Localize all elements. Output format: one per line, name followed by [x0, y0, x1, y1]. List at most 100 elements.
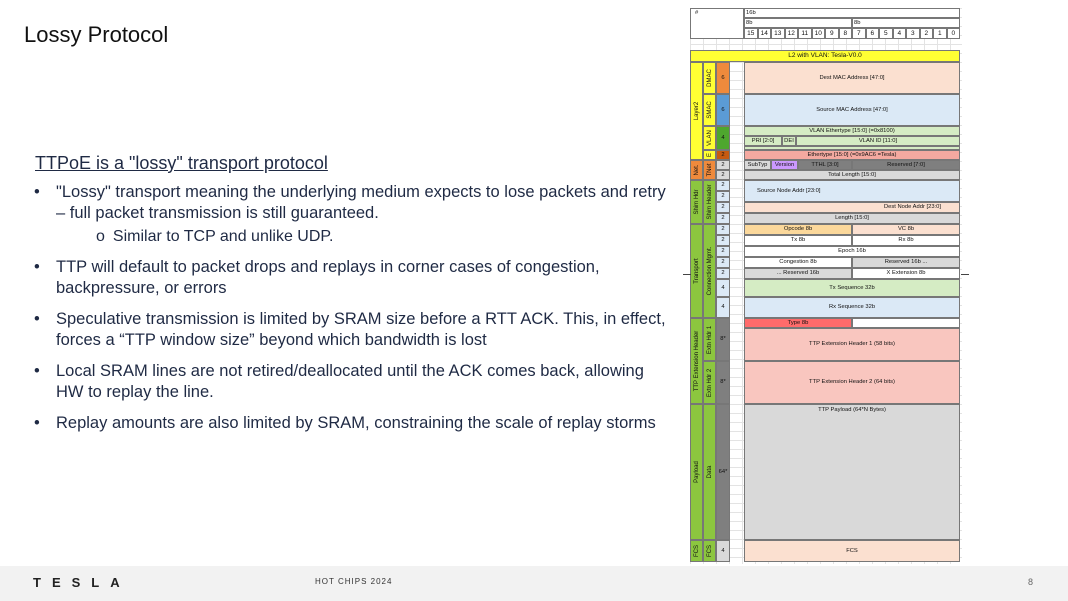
- size-shim-4: 2: [716, 213, 730, 224]
- group-e: E: [703, 150, 716, 160]
- size-conn-4: 2: [716, 257, 730, 268]
- field-tx-8b: Tx 8b: [744, 235, 852, 246]
- width-16b: 16b: [744, 8, 960, 18]
- bit-index: 9: [825, 28, 839, 39]
- field-total-length: Total Length [15:0]: [744, 170, 960, 180]
- field-subtyp: SubTyp: [744, 160, 771, 170]
- size-conn-3: 2: [716, 246, 730, 257]
- l2-banner: L2 with VLAN: Tesla-V0.0: [690, 50, 960, 62]
- size-conn-1: 2: [716, 224, 730, 235]
- size-tx-seq: 4: [716, 279, 730, 297]
- bullet-dot: •: [34, 362, 40, 380]
- field-fcs: FCS: [744, 540, 960, 562]
- field-source-mac: Source MAC Address [47:0]: [744, 94, 960, 126]
- size-net-2: 2: [716, 170, 730, 180]
- bullet-item: • Local SRAM lines are not retired/deall…: [30, 361, 670, 403]
- field-vc: VC 8b: [852, 224, 960, 235]
- bullet-text: Speculative transmission is limited by S…: [56, 310, 666, 349]
- page-number: 8: [1028, 577, 1034, 587]
- bit-index: 10: [811, 28, 825, 39]
- size-ext-2: 8*: [716, 361, 730, 404]
- hash-header: #: [690, 8, 744, 39]
- tesla-logo: TESLA: [33, 575, 131, 590]
- group-shim-hdr: Shim Hdr: [690, 180, 703, 224]
- group-transport: Transport: [690, 224, 703, 318]
- group-ext-hdr-2: Extn Hdr 2: [703, 361, 716, 404]
- bit-index: 12: [784, 28, 798, 39]
- field-dei: DEI: [782, 136, 796, 146]
- bullet-dot: •: [34, 183, 40, 201]
- size-ext-1: 8*: [716, 318, 730, 361]
- size-conn-2: 2: [716, 235, 730, 246]
- field-reserved-16b: ... Reserved 16b: [744, 268, 852, 279]
- field-epoch: Epoch 16b: [744, 246, 960, 257]
- width-8b-low: 8b: [852, 18, 960, 28]
- bit-index: 0: [946, 28, 960, 39]
- group-ext-hdr-1: Extn Hdr 1: [703, 318, 716, 361]
- size-dmac: 6: [716, 62, 730, 94]
- field-rx-sequence: Rx Sequence 32b: [744, 297, 960, 318]
- group-smac: SMAC: [703, 94, 716, 126]
- size-smac: 6: [716, 94, 730, 126]
- tick-mark-right: [961, 274, 969, 275]
- bullet-item: • "Lossy" transport meaning the underlyi…: [30, 182, 670, 247]
- footer-bar: TESLA HOT CHIPS 2024 8: [0, 566, 1068, 601]
- field-pri: PRI [2:0]: [744, 136, 782, 146]
- bit-index: 4: [892, 28, 906, 39]
- bit-index: 8: [838, 28, 852, 39]
- field-payload: TTP Payload (64*N Bytes): [744, 404, 960, 540]
- field-vlan-pad: [744, 146, 960, 150]
- field-ext-header-2: TTP Extension Header 2 (64 bits): [744, 361, 960, 404]
- bit-index: 3: [906, 28, 920, 39]
- sub-bullet: o Similar to TCP and unlike UDP.: [56, 227, 670, 247]
- bit-index: 5: [879, 28, 893, 39]
- field-type-8b: Type 8b: [744, 318, 852, 328]
- field-version: Version: [771, 160, 798, 170]
- field-reserved-16a: Reserved 16b ...: [852, 257, 960, 268]
- field-dest-mac: Dest MAC Address [47:0]: [744, 62, 960, 94]
- bullet-list: • "Lossy" transport meaning the underlyi…: [30, 182, 670, 444]
- bullet-text: TTP will default to packet drops and rep…: [56, 258, 600, 297]
- field-ext-header-1: TTP Extension Header 1 (58 bits): [744, 328, 960, 361]
- field-opcode: Opcode 8b: [744, 224, 852, 235]
- bit-index: 11: [798, 28, 812, 39]
- width-8b-high: 8b: [744, 18, 852, 28]
- group-layer2: Layer2: [690, 62, 703, 160]
- group-data: Data: [703, 404, 716, 540]
- field-source-node: Source Node Addr [23:0]: [744, 180, 960, 202]
- sub-bullet-marker: o: [96, 228, 105, 245]
- bullet-text: Replay amounts are also limited by SRAM,…: [56, 414, 656, 432]
- field-length: Length [15:0]: [744, 213, 960, 224]
- slide-subtitle: TTPoE is a "lossy" transport protocol: [35, 153, 328, 173]
- bit-index: 15: [744, 28, 758, 39]
- size-data: 64*: [716, 404, 730, 540]
- size-shim-2: 2: [716, 191, 730, 202]
- field-congestion: Congestion 8b: [744, 257, 852, 268]
- field-vlan-ethertype: VLAN Ethertype [15:0] (=0x8100): [744, 126, 960, 136]
- size-fcs: 4: [716, 540, 730, 562]
- bullet-item: • Speculative transmission is limited by…: [30, 309, 670, 351]
- size-shim-3: 2: [716, 202, 730, 213]
- bullet-dot: •: [34, 310, 40, 328]
- group-shim-header: Shim Header: [703, 180, 716, 224]
- group-connection-mgmt: Connection Mgmt.: [703, 224, 716, 318]
- group-ttp-extension-header: TTP Extension Header: [690, 318, 703, 404]
- group-dmac: DMAC: [703, 62, 716, 94]
- group-vlan: VLAN: [703, 126, 716, 150]
- bit-index: 2: [919, 28, 933, 39]
- size-ethertype: 2: [716, 150, 730, 160]
- bullet-dot: •: [34, 414, 40, 432]
- field-vlan-id: VLAN ID [11:0]: [796, 136, 960, 146]
- size-net-1: 2: [716, 160, 730, 170]
- bit-index: 14: [757, 28, 771, 39]
- group-net: Net.: [690, 160, 703, 180]
- size-shim-1: 2: [716, 180, 730, 191]
- slide-title: Lossy Protocol: [24, 22, 169, 47]
- bullet-dot: •: [34, 258, 40, 276]
- bit-index: 13: [771, 28, 785, 39]
- field-ethertype: Ethertype [15:0] (=0x9AC6 =Tesla): [744, 150, 960, 160]
- group-payload: Payload: [690, 404, 703, 540]
- sub-bullet-text: Similar to TCP and unlike UDP.: [112, 228, 334, 245]
- field-reserved-7: Reserved [7:0]: [852, 160, 960, 170]
